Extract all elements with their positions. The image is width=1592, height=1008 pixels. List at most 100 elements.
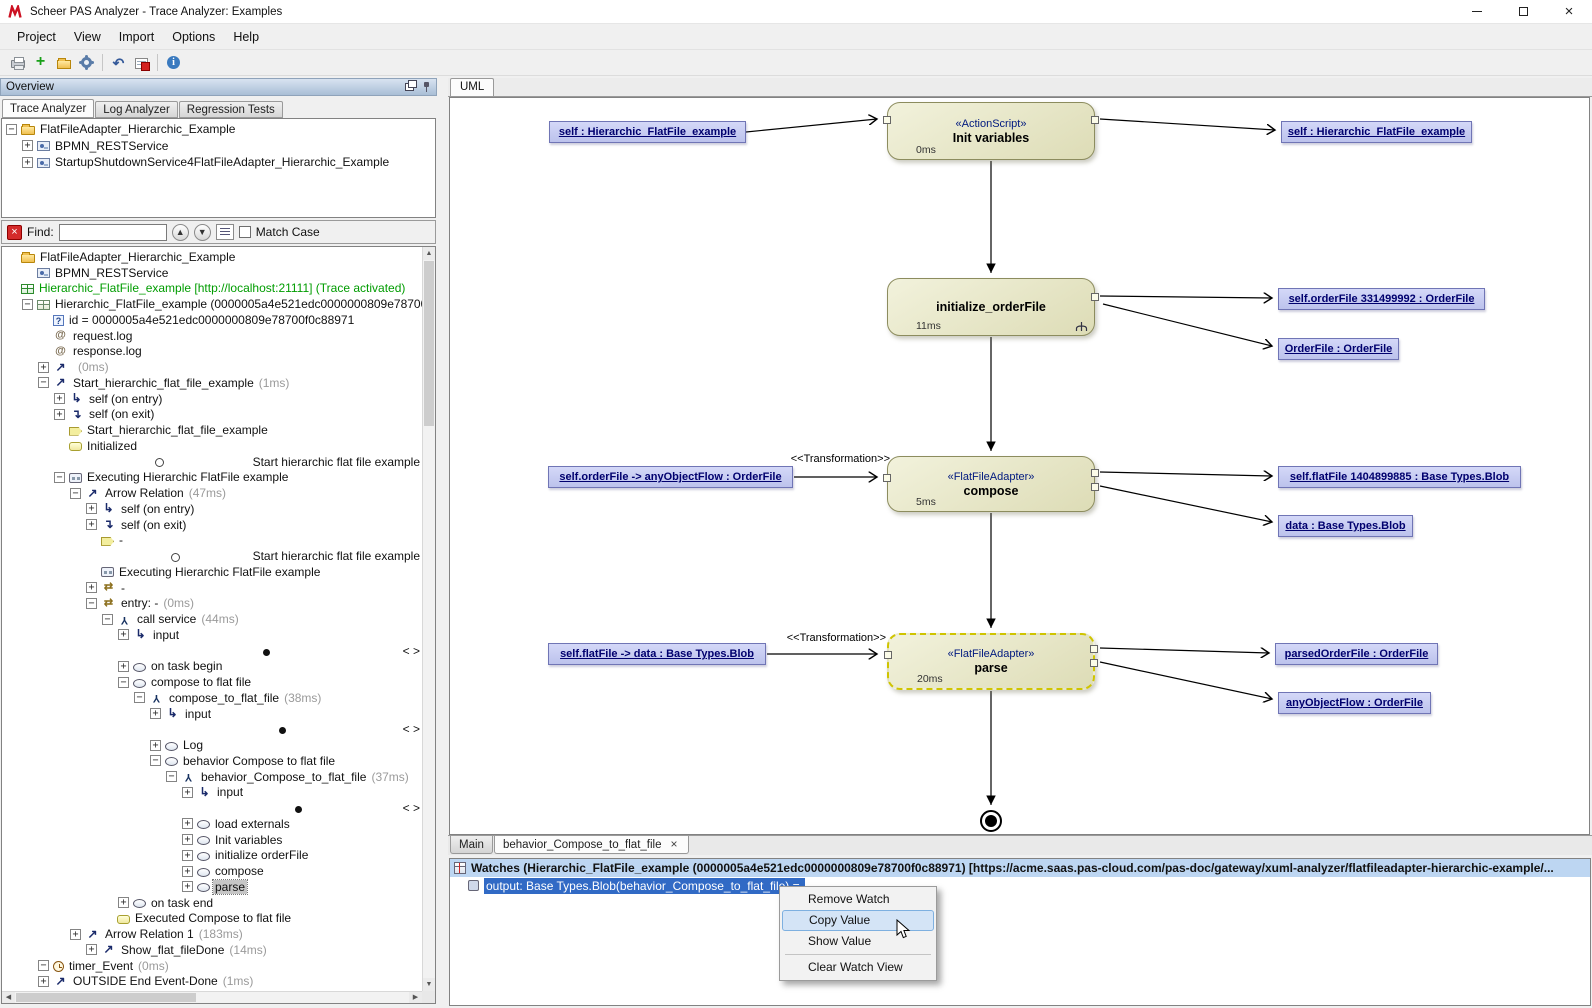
expand-toggle[interactable]: + [182,834,193,845]
tab-uml[interactable]: UML [450,78,494,96]
tree-item[interactable]: Executing Hierarchic FlatFile example [2,564,422,580]
scroll-left-icon[interactable]: ◀ [2,992,15,1003]
collapse-toggle[interactable]: − [102,614,113,625]
tree-item[interactable]: Start_hierarchic_flat_file_example [2,422,422,438]
tree-item[interactable]: id = 0000005a4e521edc0000000809e78700f0c… [2,312,422,328]
collapse-toggle[interactable]: − [6,124,17,135]
match-case-checkbox[interactable] [239,226,251,238]
tree-item[interactable]: +StartupShutdownService4FlatFileAdapter_… [2,154,435,171]
tree-item[interactable]: +on task begin [2,659,422,675]
tree-item[interactable]: +on task end [2,895,422,911]
tab-trace-analyzer[interactable]: Trace Analyzer [2,99,94,118]
collapse-toggle[interactable]: − [22,299,33,310]
tree-item[interactable]: request.log [2,328,422,344]
trace-button[interactable] [130,52,153,74]
tree-item[interactable]: Hierarchic_FlatFile_example [http://loca… [2,281,422,297]
menu-item-remove-watch[interactable]: Remove Watch [782,889,934,910]
expand-toggle[interactable]: + [150,740,161,751]
vertical-scrollbar[interactable]: ▲ ▼ [422,247,435,991]
tree-item[interactable]: +self (on exit) [2,407,422,423]
expand-toggle[interactable]: + [70,929,81,940]
tree-item[interactable]: −compose to flat file [2,674,422,690]
tree-item[interactable]: < > [2,800,422,816]
tree-item[interactable]: −Start_hierarchic_flat_file_example(1ms) [2,375,422,391]
expand-toggle[interactable]: + [118,897,129,908]
object-node-parsedorderfile-out[interactable]: parsedOrderFile : OrderFile [1275,643,1438,665]
tree-item[interactable]: −Hierarchic_FlatFile_example (0000005a4e… [2,296,422,312]
menu-item-clear-watch-view[interactable]: Clear Watch View [782,957,934,978]
action-node-init-variables[interactable]: «ActionScript» Init variables 0ms [887,102,1095,160]
scroll-right-icon[interactable]: ▶ [409,992,422,1003]
expand-toggle[interactable]: + [86,944,97,955]
tree-item[interactable]: +input [2,706,422,722]
info-button[interactable] [162,52,185,74]
object-node-anyobjectflow-out[interactable]: anyObjectFlow : OrderFile [1278,692,1431,714]
tree-item[interactable]: +initialize orderFile [2,848,422,864]
horizontal-scrollbar[interactable]: ◀ ▶ [2,991,422,1003]
expand-toggle[interactable]: + [86,582,97,593]
tree-item[interactable]: +(0ms) [2,359,422,375]
menu-options[interactable]: Options [163,26,224,48]
menu-view[interactable]: View [65,26,110,48]
undo-button[interactable] [107,52,130,74]
expand-toggle[interactable]: + [38,976,49,987]
expand-toggle[interactable]: + [182,866,193,877]
settings-button[interactable] [75,52,98,74]
final-node[interactable] [980,810,1002,832]
collapse-toggle[interactable]: − [118,677,129,688]
expand-toggle[interactable]: + [150,708,161,719]
tree-item[interactable]: −Executing Hierarchic FlatFile example [2,470,422,486]
watch-row[interactable]: output: Base Types.Blob(behavior_Compose… [450,877,1590,894]
action-node-compose[interactable]: «FlatFileAdapter» compose 5ms [887,456,1095,512]
tree-item[interactable]: −entry: -(0ms) [2,596,422,612]
tree-item[interactable]: Start hierarchic flat file example [2,454,422,470]
tree-item[interactable]: FlatFileAdapter_Hierarchic_Example [2,249,422,265]
watches-header[interactable]: Watches (Hierarchic_FlatFile_example (00… [450,859,1590,877]
tree-item[interactable]: +self (on entry) [2,391,422,407]
tree-item[interactable]: +compose [2,863,422,879]
action-node-parse[interactable]: «FlatFileAdapter» parse 20ms [887,633,1095,690]
expand-toggle[interactable]: + [22,157,33,168]
tree-item[interactable]: Initialized [2,438,422,454]
menu-project[interactable]: Project [8,26,65,48]
maximize-button[interactable] [1500,0,1546,23]
object-node-self-out[interactable]: self : Hierarchic_FlatFile_example [1281,121,1472,143]
expand-toggle[interactable]: + [118,661,129,672]
tree-item[interactable]: +OUTSIDE End Event-Done(1ms) [2,974,422,990]
tree-item[interactable]: +load externals [2,816,422,832]
expand-toggle[interactable]: + [86,519,97,530]
float-window-icon[interactable] [405,83,414,91]
collapse-toggle[interactable]: − [38,960,49,971]
tree-item[interactable]: - [2,533,422,549]
expand-toggle[interactable]: + [182,881,193,892]
object-node-parse-input[interactable]: self.flatFile -> data : Base Types.Blob [548,643,766,665]
collapse-toggle[interactable]: − [38,377,49,388]
action-node-initialize-orderfile[interactable]: initialize_orderFile 11ms [887,278,1095,336]
minimize-button[interactable] [1454,0,1500,23]
tree-item[interactable]: +BPMN_RESTService [2,138,435,155]
menu-help[interactable]: Help [224,26,268,48]
tree-item[interactable]: < > [2,722,422,738]
tree-item[interactable]: response.log [2,344,422,360]
tree-item[interactable]: +input [2,785,422,801]
tree-item[interactable]: −Arrow Relation(47ms) [2,485,422,501]
tree-item[interactable]: +self (on exit) [2,517,422,533]
close-tab-icon[interactable]: × [668,839,679,850]
tree-item[interactable]: +Init variables [2,832,422,848]
collapse-toggle[interactable]: − [70,488,81,499]
close-find-button[interactable]: × [7,225,22,240]
pin-icon[interactable] [422,82,431,92]
tree-item[interactable]: −compose_to_flat_file(38ms) [2,690,422,706]
find-input[interactable] [59,224,167,241]
tree-item[interactable]: −call service(44ms) [2,611,422,627]
tab-regression-tests[interactable]: Regression Tests [179,101,283,118]
find-next-button[interactable]: ▼ [194,224,211,241]
find-results-list-button[interactable] [216,224,234,240]
scroll-down-icon[interactable]: ▼ [423,978,435,991]
close-button[interactable]: × [1546,0,1592,23]
tree-item[interactable]: +- [2,580,422,596]
object-node-orderfile-out[interactable]: self.orderFile 331499992 : OrderFile [1278,288,1485,310]
expand-toggle[interactable]: + [182,818,193,829]
collapse-toggle[interactable]: − [86,598,97,609]
collapse-toggle[interactable]: − [166,771,177,782]
